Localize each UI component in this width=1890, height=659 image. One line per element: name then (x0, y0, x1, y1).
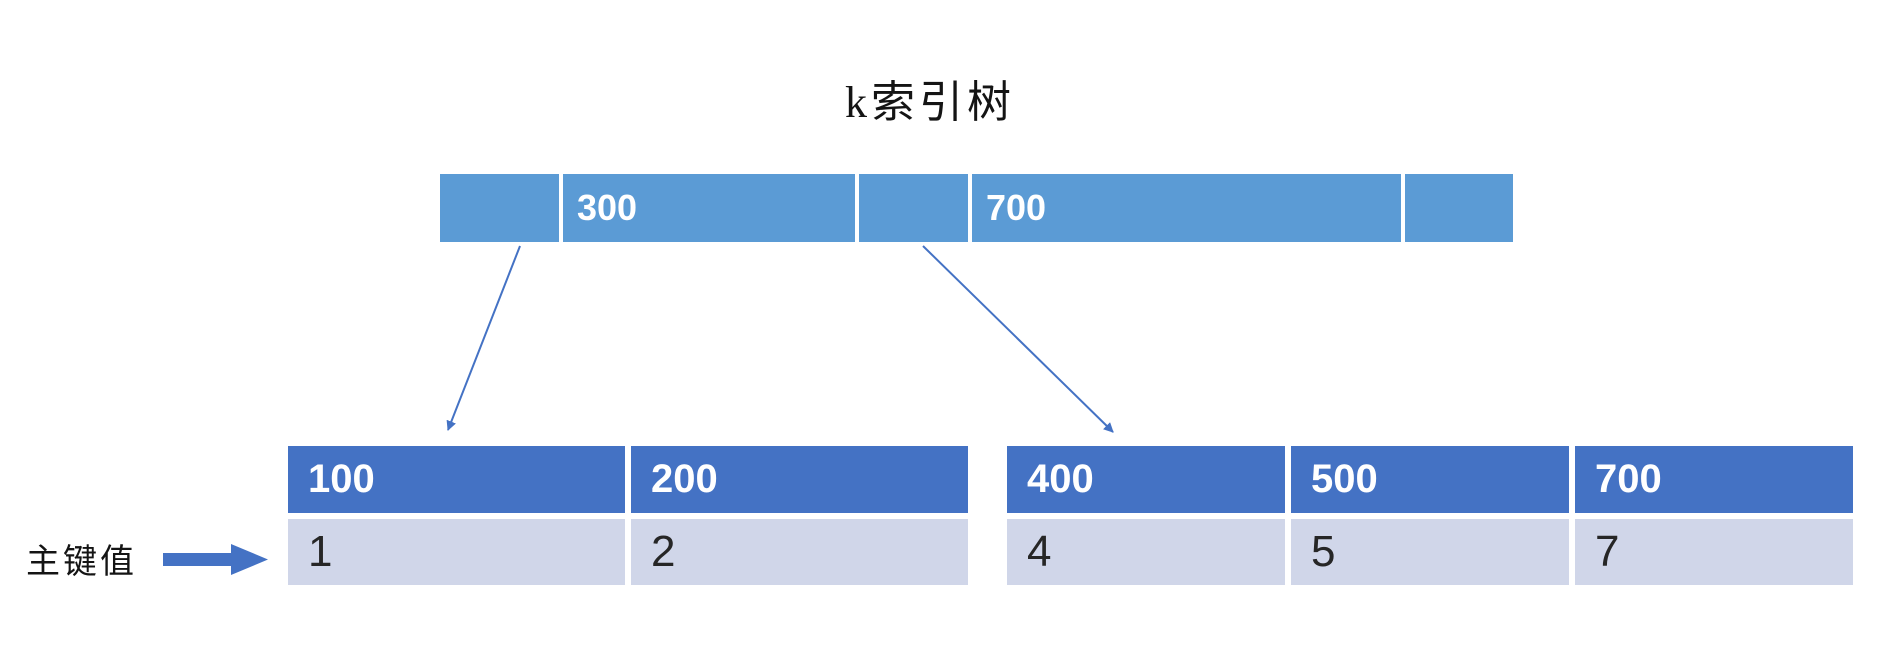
root-cell-empty-1 (440, 174, 559, 242)
leaf-node-left: 100 200 1 2 (288, 446, 968, 585)
diagram-title: k索引树 (845, 78, 1015, 127)
leaf-left-pk-1: 1 (288, 519, 625, 585)
leaf-right-header-row: 400 500 700 (1007, 446, 1853, 513)
leaf-left-key-100: 100 (288, 446, 625, 513)
arrow-root-to-right-leaf (922, 245, 1114, 433)
arrow-root-to-left-leaf (446, 246, 520, 431)
root-cell-empty-3 (1405, 174, 1513, 242)
leaf-right-key-400: 400 (1007, 446, 1285, 513)
leaf-left-header-row: 100 200 (288, 446, 968, 513)
root-cell-key-300: 300 (563, 174, 855, 242)
leaf-right-value-row: 4 5 7 (1007, 519, 1853, 585)
root-index-node: 300 700 (440, 174, 1513, 242)
leaf-left-pk-2: 2 (631, 519, 968, 585)
leaf-right-key-500: 500 (1291, 446, 1569, 513)
leaf-right-pk-5: 5 (1291, 519, 1569, 585)
root-cell-empty-2 (859, 174, 968, 242)
primary-key-block-arrow-icon (163, 544, 268, 575)
leaf-left-key-200: 200 (631, 446, 968, 513)
root-cell-key-700: 700 (972, 174, 1401, 242)
leaf-node-right: 400 500 700 4 5 7 (1007, 446, 1853, 585)
leaf-right-key-700: 700 (1575, 446, 1853, 513)
leaf-right-pk-4: 4 (1007, 519, 1285, 585)
primary-key-label: 主键值 (26, 544, 137, 581)
leaf-right-pk-7: 7 (1575, 519, 1853, 585)
leaf-left-value-row: 1 2 (288, 519, 968, 585)
